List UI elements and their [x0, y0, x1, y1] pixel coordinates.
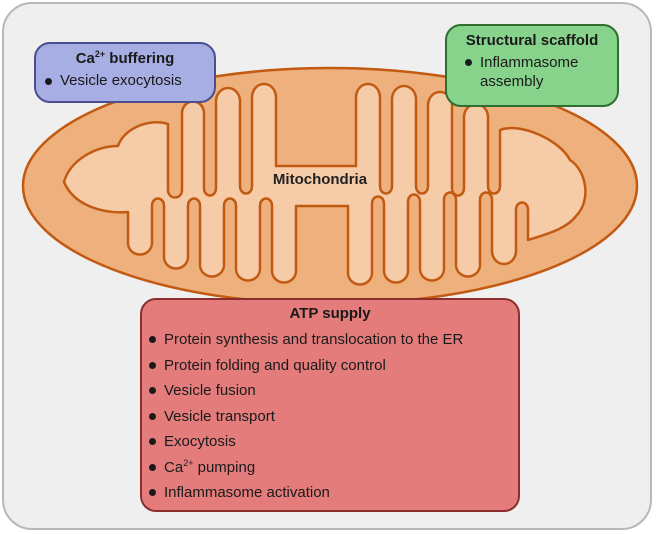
calcium-buffering-list: Vesicle exocytosis [45, 72, 214, 89]
atp-supply-title: ATP supply [289, 305, 371, 322]
inner-membrane-cristae [62, 82, 587, 286]
list-item: Protein folding and quality control [149, 353, 518, 379]
atp-supply-box: ATP supply Protein synthesis and translo… [140, 298, 520, 512]
list-item: Ca2+ pumping [149, 455, 518, 481]
list-item: Vesicle transport [149, 404, 518, 430]
atp-supply-list: Protein synthesis and translocation to t… [149, 327, 518, 506]
list-item: Inflammasome activation [149, 480, 518, 506]
list-item: Exocytosis [149, 429, 518, 455]
calcium-buffering-box: Ca2+ buffering Vesicle exocytosis [34, 42, 216, 103]
structural-scaffold-list: Inflammasome assembly [465, 53, 617, 91]
list-item: Vesicle fusion [149, 378, 518, 404]
structural-scaffold-title: Structural scaffold [465, 32, 599, 49]
list-item: Inflammasome assembly [465, 53, 617, 91]
calcium-buffering-title: Ca2+ buffering [75, 49, 175, 68]
structural-scaffold-box: Structural scaffold Inflammasome assembl… [445, 24, 619, 107]
list-item: Vesicle exocytosis [45, 72, 214, 89]
mitochondria-label: Mitochondria [272, 171, 368, 188]
list-item: Protein synthesis and translocation to t… [149, 327, 518, 353]
